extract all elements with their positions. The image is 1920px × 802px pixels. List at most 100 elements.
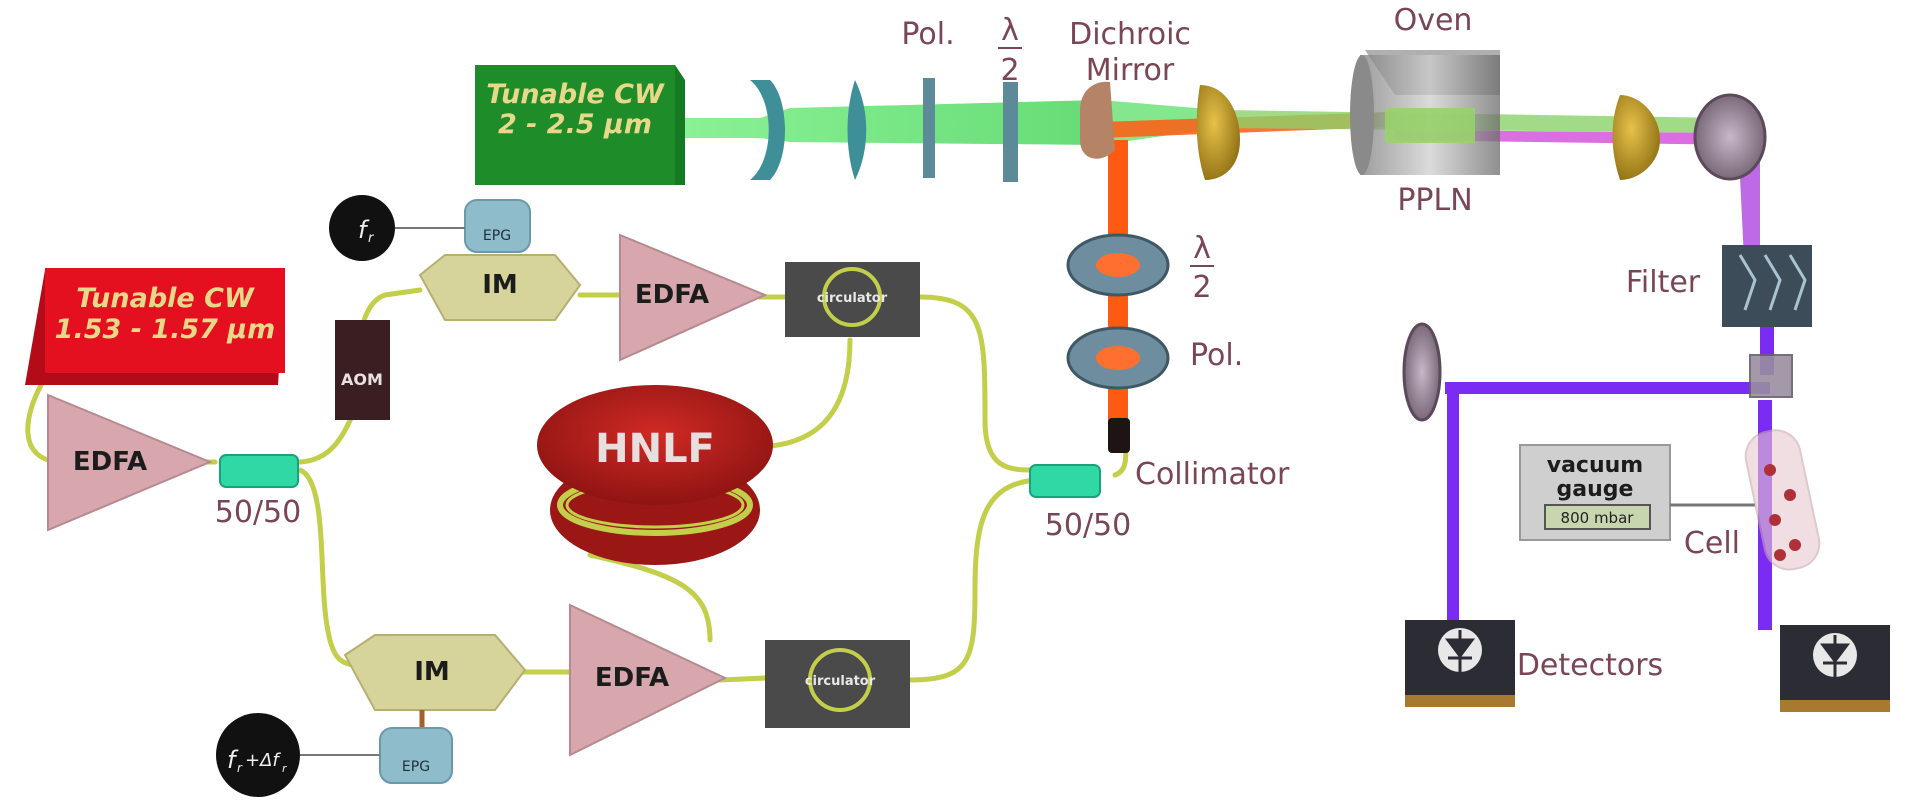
cell-molecule — [1764, 464, 1776, 476]
im-top-label: IM — [482, 270, 518, 300]
violet-beam-horizontal — [1445, 382, 1770, 394]
gas-cell: Cell — [1684, 429, 1821, 571]
fiber-circulator-top-to-hnlf — [757, 337, 853, 450]
halfwave-top-plate — [1003, 82, 1018, 182]
telecom-source: Tunable CW 1.53 - 1.57 μm — [25, 268, 285, 385]
detectors: Detectors — [1405, 620, 1890, 712]
circulator-bottom-ring — [808, 648, 872, 712]
edfa-bottom-shape — [569, 603, 728, 757]
mid-ir-source: Tunable CW 2 - 2.5 μm — [475, 65, 685, 185]
edfa-main: EDFA — [47, 393, 213, 532]
cell-molecule — [1774, 549, 1786, 561]
freq-bottom-delta: +Δf — [245, 750, 281, 771]
output-optics — [1612, 93, 1767, 181]
detectors-label: Detectors — [1517, 648, 1663, 683]
violet-beam-left-down — [1447, 382, 1459, 630]
circulator-bottom: circulator — [765, 640, 910, 728]
hnlf-label: HNLF — [595, 426, 715, 472]
freq-bottom-delta-sub: r — [282, 762, 288, 775]
mid-ir-source-line1: Tunable CW — [486, 79, 665, 110]
filter-pattern — [1738, 254, 1807, 311]
im-top: IM — [418, 254, 582, 321]
ppln-crystal — [1385, 108, 1475, 143]
side-optics: λ 2 Pol. — [1066, 231, 1243, 390]
concave-lens — [750, 80, 785, 180]
halfwave-top-den: 2 — [1000, 53, 1019, 88]
filter: Filter — [1626, 245, 1812, 327]
pol-side-label: Pol. — [1190, 338, 1243, 373]
fiber-splitter-to-im-bottom — [297, 467, 363, 668]
epg-top-body — [464, 199, 531, 253]
oven-label: Oven — [1394, 3, 1473, 38]
fiber-circulator-bottom-to-splitter — [907, 477, 1038, 683]
im-bottom: IM — [343, 634, 527, 711]
vacuum-gauge: vacuum gauge 800 mbar — [1519, 444, 1755, 541]
circulator-bottom-label: circulator — [805, 674, 876, 689]
epg-top-label: EPG — [483, 228, 511, 244]
photodiode-symbol-left — [1445, 630, 1475, 672]
edfa-bottom: EDFA — [569, 603, 728, 757]
pol-top-label: Pol. — [901, 17, 954, 52]
freq-top-sub: r — [368, 231, 375, 246]
pol-top-plate — [923, 78, 935, 178]
mid-ir-source-line2: 2 - 2.5 μm — [498, 109, 652, 140]
splitter-left: 50/50 — [215, 454, 301, 530]
circulator-top: circulator — [785, 262, 920, 337]
telecom-source-body — [45, 268, 285, 373]
edfa-bottom-label: EDFA — [595, 663, 669, 693]
circulator-top-ring — [822, 267, 882, 327]
fold-mirror — [1402, 322, 1442, 422]
fiber-edfa-to-circulator-bottom — [717, 675, 768, 683]
beam-line-optics: Pol. λ 2 Dichroic Mirror — [750, 13, 1240, 182]
vacuum-gauge-title-line2: gauge — [1557, 477, 1634, 502]
focus-lens — [1196, 85, 1240, 180]
detector-right-pins — [1780, 700, 1890, 712]
splitter-left-label: 50/50 — [215, 495, 301, 530]
vacuum-gauge-title-line1: vacuum — [1547, 453, 1643, 478]
telecom-source-line1: Tunable CW — [76, 283, 255, 314]
im-top-shape — [418, 254, 582, 321]
epg-bottom-label: EPG — [402, 759, 430, 775]
edfa-main-shape — [47, 393, 213, 532]
edfa-main-label: EDFA — [73, 447, 147, 477]
vacuum-gauge-display — [1544, 504, 1651, 530]
fiber-hnlf-to-circulator-bottom — [587, 552, 713, 643]
dichroic-mirror — [1080, 81, 1115, 159]
im-bottom-shape — [343, 634, 527, 711]
halfwave-side-center — [1096, 253, 1140, 277]
mid-ir-source-body — [475, 65, 675, 185]
cell-label: Cell — [1684, 526, 1740, 561]
ppln-label: PPLN — [1397, 183, 1472, 218]
collimator: Collimator — [1108, 418, 1290, 492]
dichroic-label-line1: Dichroic — [1069, 17, 1191, 52]
freq-bottom-sub: r — [237, 761, 243, 775]
circulator-top-label: circulator — [817, 291, 888, 306]
halfwave-side-den: 2 — [1192, 270, 1211, 305]
freq-top-disc — [329, 195, 395, 261]
pol-side-center — [1096, 346, 1140, 370]
aom-body — [335, 320, 390, 420]
telecom-source-line2: 1.53 - 1.57 μm — [55, 314, 276, 345]
splitter-right: 50/50 — [1029, 464, 1131, 543]
freq-bottom-disc — [216, 713, 300, 797]
detector-left-pins — [1405, 695, 1515, 707]
cell-molecule — [1769, 514, 1781, 526]
filter-label: Filter — [1626, 265, 1701, 300]
edfa-top-shape — [619, 233, 768, 362]
steering-mirror — [1693, 93, 1767, 181]
aom: AOM — [335, 320, 390, 420]
edfa-top: EDFA — [619, 233, 768, 362]
edfa-top-label: EDFA — [635, 280, 709, 310]
cell-molecule — [1789, 539, 1801, 551]
dichroic-label-line2: Mirror — [1086, 53, 1175, 88]
hnlf-spool: HNLF — [537, 385, 773, 565]
splitter-right-body — [1029, 464, 1101, 498]
oven-front-rim — [1350, 55, 1374, 175]
splitter-right-label: 50/50 — [1045, 508, 1131, 543]
cell-molecule — [1784, 489, 1796, 501]
aom-label: AOM — [341, 370, 383, 389]
im-bottom-label: IM — [414, 657, 450, 687]
beam-splitter-cube — [1749, 354, 1793, 398]
collimating-lens — [1612, 95, 1660, 180]
